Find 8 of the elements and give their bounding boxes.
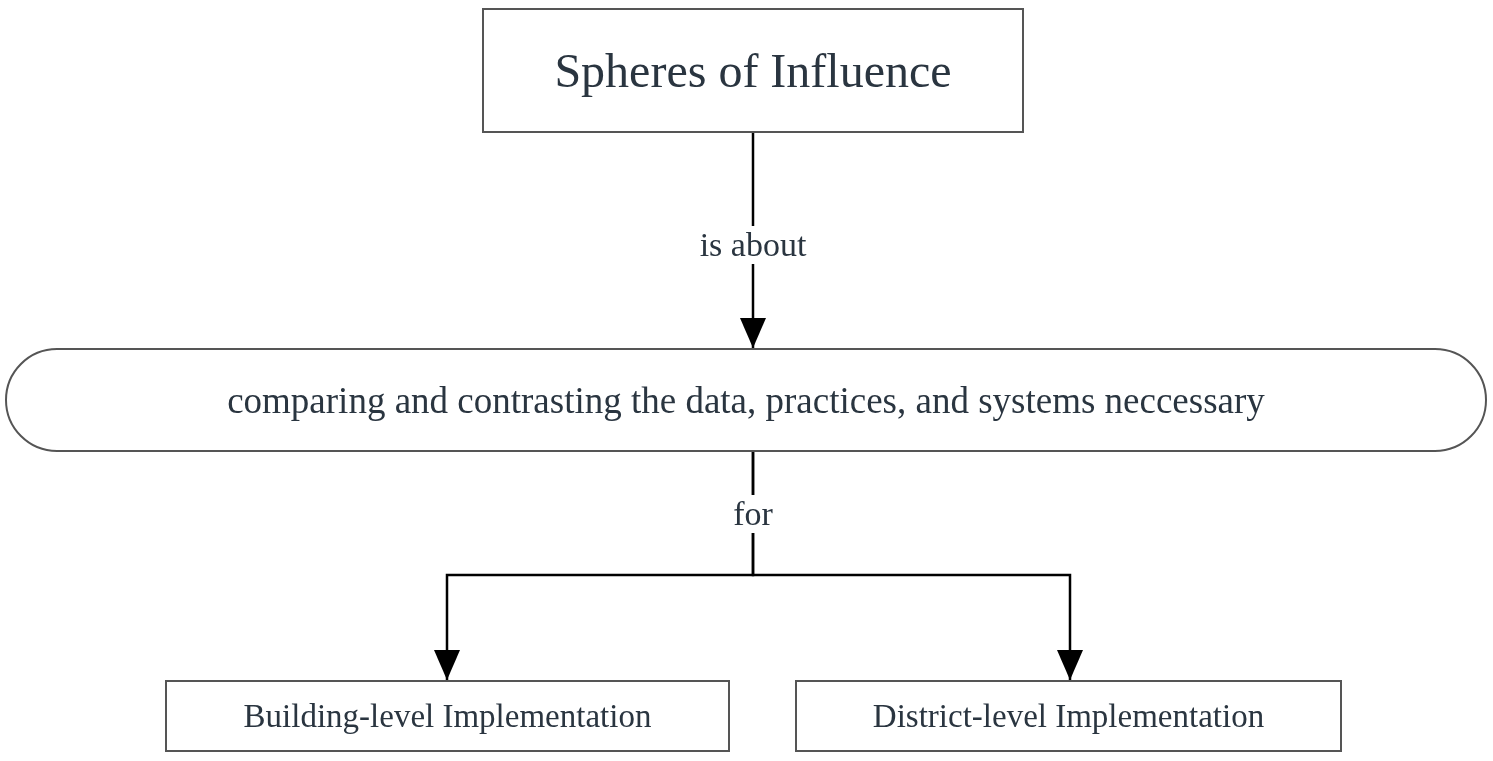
concept-box [795,680,1342,752]
concept-box [482,8,1024,133]
arrow [751,452,1083,680]
concept-box [165,680,730,752]
node-text: District-level Implementation [872,697,1265,735]
node-text: Spheres of Influence [554,43,952,98]
node-text: Building-level Implementation [243,697,652,735]
node-text: comparing and contrasting the data, practices, and systems neccessary [227,378,1265,422]
